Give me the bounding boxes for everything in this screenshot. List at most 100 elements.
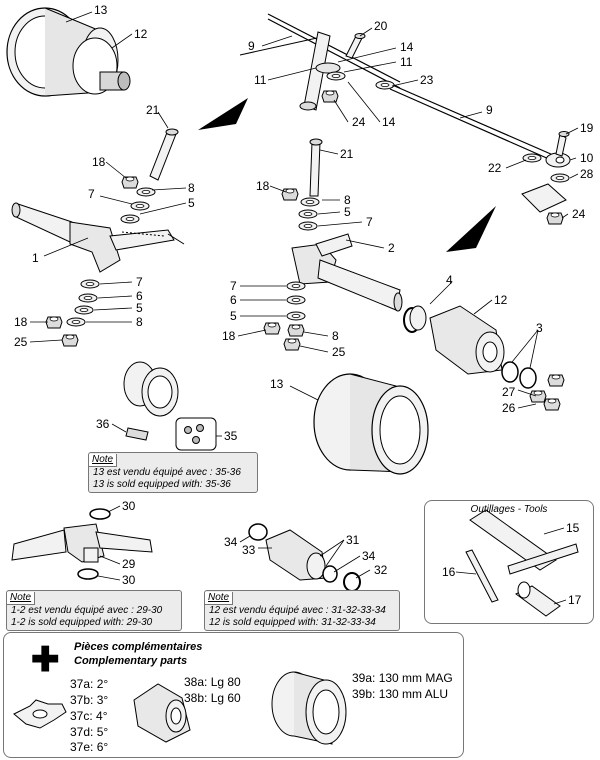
note-12-line-fr: 12 est vendu équipé avec : 31-32-33-34 [209, 605, 386, 616]
callout-11-a: 11 [400, 55, 413, 69]
parts-stack-left-upper [120, 176, 156, 224]
callout-5-c: 5 [344, 205, 351, 219]
note-1-2-line-fr: 1-2 est vendu équipé avec : 29-30 [11, 605, 163, 616]
callout-31: 31 [346, 533, 360, 547]
note-1-2: Note 1-2 est vendu équipé avec : 29-30 1… [6, 590, 182, 631]
callout-8-a: 8 [188, 181, 195, 195]
wheel-rim-part-13-center [313, 373, 429, 475]
callout-13-center: 13 [270, 377, 284, 391]
complementary-parts-box: ✚ Pièces complémentaires Complementary p… [3, 632, 464, 758]
parts-stack-left-lower [45, 279, 100, 347]
callout-33: 33 [242, 543, 256, 557]
callout-27: 27 [502, 385, 516, 399]
shim-part-37 [13, 699, 67, 729]
tool-part-16 [465, 549, 499, 603]
callout-24-a: 24 [352, 115, 366, 129]
callout-7-c: 7 [366, 215, 373, 229]
callout-28: 28 [580, 167, 594, 181]
callout-25-a: 25 [14, 335, 28, 349]
bolt-part-20 [345, 33, 366, 59]
steering-column-part [299, 31, 346, 111]
rim-part-39 [271, 671, 347, 745]
small-rim-icon [123, 361, 179, 417]
item-37b: 37b: 3° [70, 693, 109, 707]
valve-part-36 [125, 427, 149, 441]
kingpin-part-21-left [149, 128, 179, 181]
stub-axle-part-2 [291, 233, 403, 312]
callout-9-a: 9 [248, 39, 255, 53]
callout-36: 36 [96, 417, 110, 431]
callout-8-d: 8 [332, 329, 339, 343]
note-13: Note 13 est vendu équipé avec : 35-36 13… [88, 452, 258, 493]
callout-2: 2 [388, 241, 395, 255]
ball-joint-part-10 [545, 152, 571, 168]
item-38a: 38a: Lg 80 [184, 675, 241, 689]
callout-21-left: 21 [146, 103, 160, 117]
callout-20: 20 [374, 19, 388, 33]
note-1-2-title: Note [7, 592, 36, 605]
callout-3: 3 [536, 321, 543, 335]
callout-9-b: 9 [486, 103, 493, 117]
callout-18-c: 18 [256, 179, 270, 193]
callout-4: 4 [446, 273, 453, 287]
stub-axle-assembly-29-30 [11, 508, 153, 580]
item-37a: 37a: 2° [70, 677, 109, 691]
spacer-part-4 [403, 305, 427, 333]
callout-18-b: 18 [14, 315, 28, 329]
note-12-line-en: 12 is sold equipped with: 31-32-33-34 [209, 617, 376, 628]
note-1-2-line-en: 1-2 is sold equipped with: 29-30 [11, 617, 153, 628]
callout-22: 22 [488, 161, 502, 175]
leader-lines [29, 11, 579, 605]
callout-30-b: 30 [122, 573, 136, 587]
washer-part-28 [550, 173, 570, 183]
callout-8-b: 8 [136, 315, 143, 329]
callout-11-b: 11 [254, 73, 267, 87]
callout-18-d: 18 [222, 329, 236, 343]
callout-26: 26 [502, 401, 516, 415]
callout-10: 10 [580, 151, 594, 165]
callout-13-top: 13 [94, 3, 108, 17]
weights-part-35 [175, 417, 217, 451]
direction-arrow-left [198, 98, 248, 130]
bolt-part-19 [555, 131, 570, 157]
callout-14-a: 14 [400, 40, 414, 54]
hub-part-12-center [429, 305, 505, 375]
callout-6-b: 6 [230, 293, 237, 307]
stub-axle-part-1 [11, 202, 185, 273]
kingpin-part-21-center [309, 138, 323, 197]
tie-rod-part-9 [239, 13, 561, 164]
item-37e: 37e: 6° [70, 740, 109, 754]
callout-14-b: 14 [382, 115, 396, 129]
callout-23: 23 [420, 73, 434, 87]
callout-17: 17 [568, 593, 582, 607]
callout-24-b: 24 [572, 207, 586, 221]
callout-5-d: 5 [230, 309, 237, 323]
callout-5-a: 5 [188, 196, 195, 210]
callout-6-a: 6 [136, 289, 143, 303]
callout-7-b: 7 [136, 275, 143, 289]
callout-18-a: 18 [92, 155, 106, 169]
callout-15: 15 [566, 521, 580, 535]
callout-34-a: 34 [224, 535, 238, 549]
note-13-line-fr: 13 est vendu équipé avec : 35-36 [93, 467, 241, 478]
bearings-part-3 [501, 361, 537, 389]
callout-34-b: 34 [362, 549, 376, 563]
callout-7-d: 7 [230, 279, 237, 293]
hub-part-12-top [72, 37, 131, 95]
tool-part-17 [515, 581, 561, 617]
item-37c: 37c: 4° [70, 709, 108, 723]
callout-12-top: 12 [134, 27, 148, 41]
nut-part-24-top [321, 90, 339, 103]
callout-19: 19 [580, 121, 594, 135]
callout-30-a: 30 [122, 499, 136, 513]
part-22 [522, 153, 542, 163]
tools-box: Outillages - Tools [424, 500, 594, 624]
note-13-line-en: 13 is sold equipped with: 35-36 [93, 479, 231, 490]
item-39a: 39a: 130 mm MAG [352, 671, 453, 685]
item-38b: 38b: Lg 60 [184, 691, 241, 705]
item-37d: 37d: 5° [70, 725, 109, 739]
plate-part-right [521, 183, 567, 213]
direction-arrow-right [446, 206, 496, 252]
tool-part-15 [469, 509, 579, 575]
